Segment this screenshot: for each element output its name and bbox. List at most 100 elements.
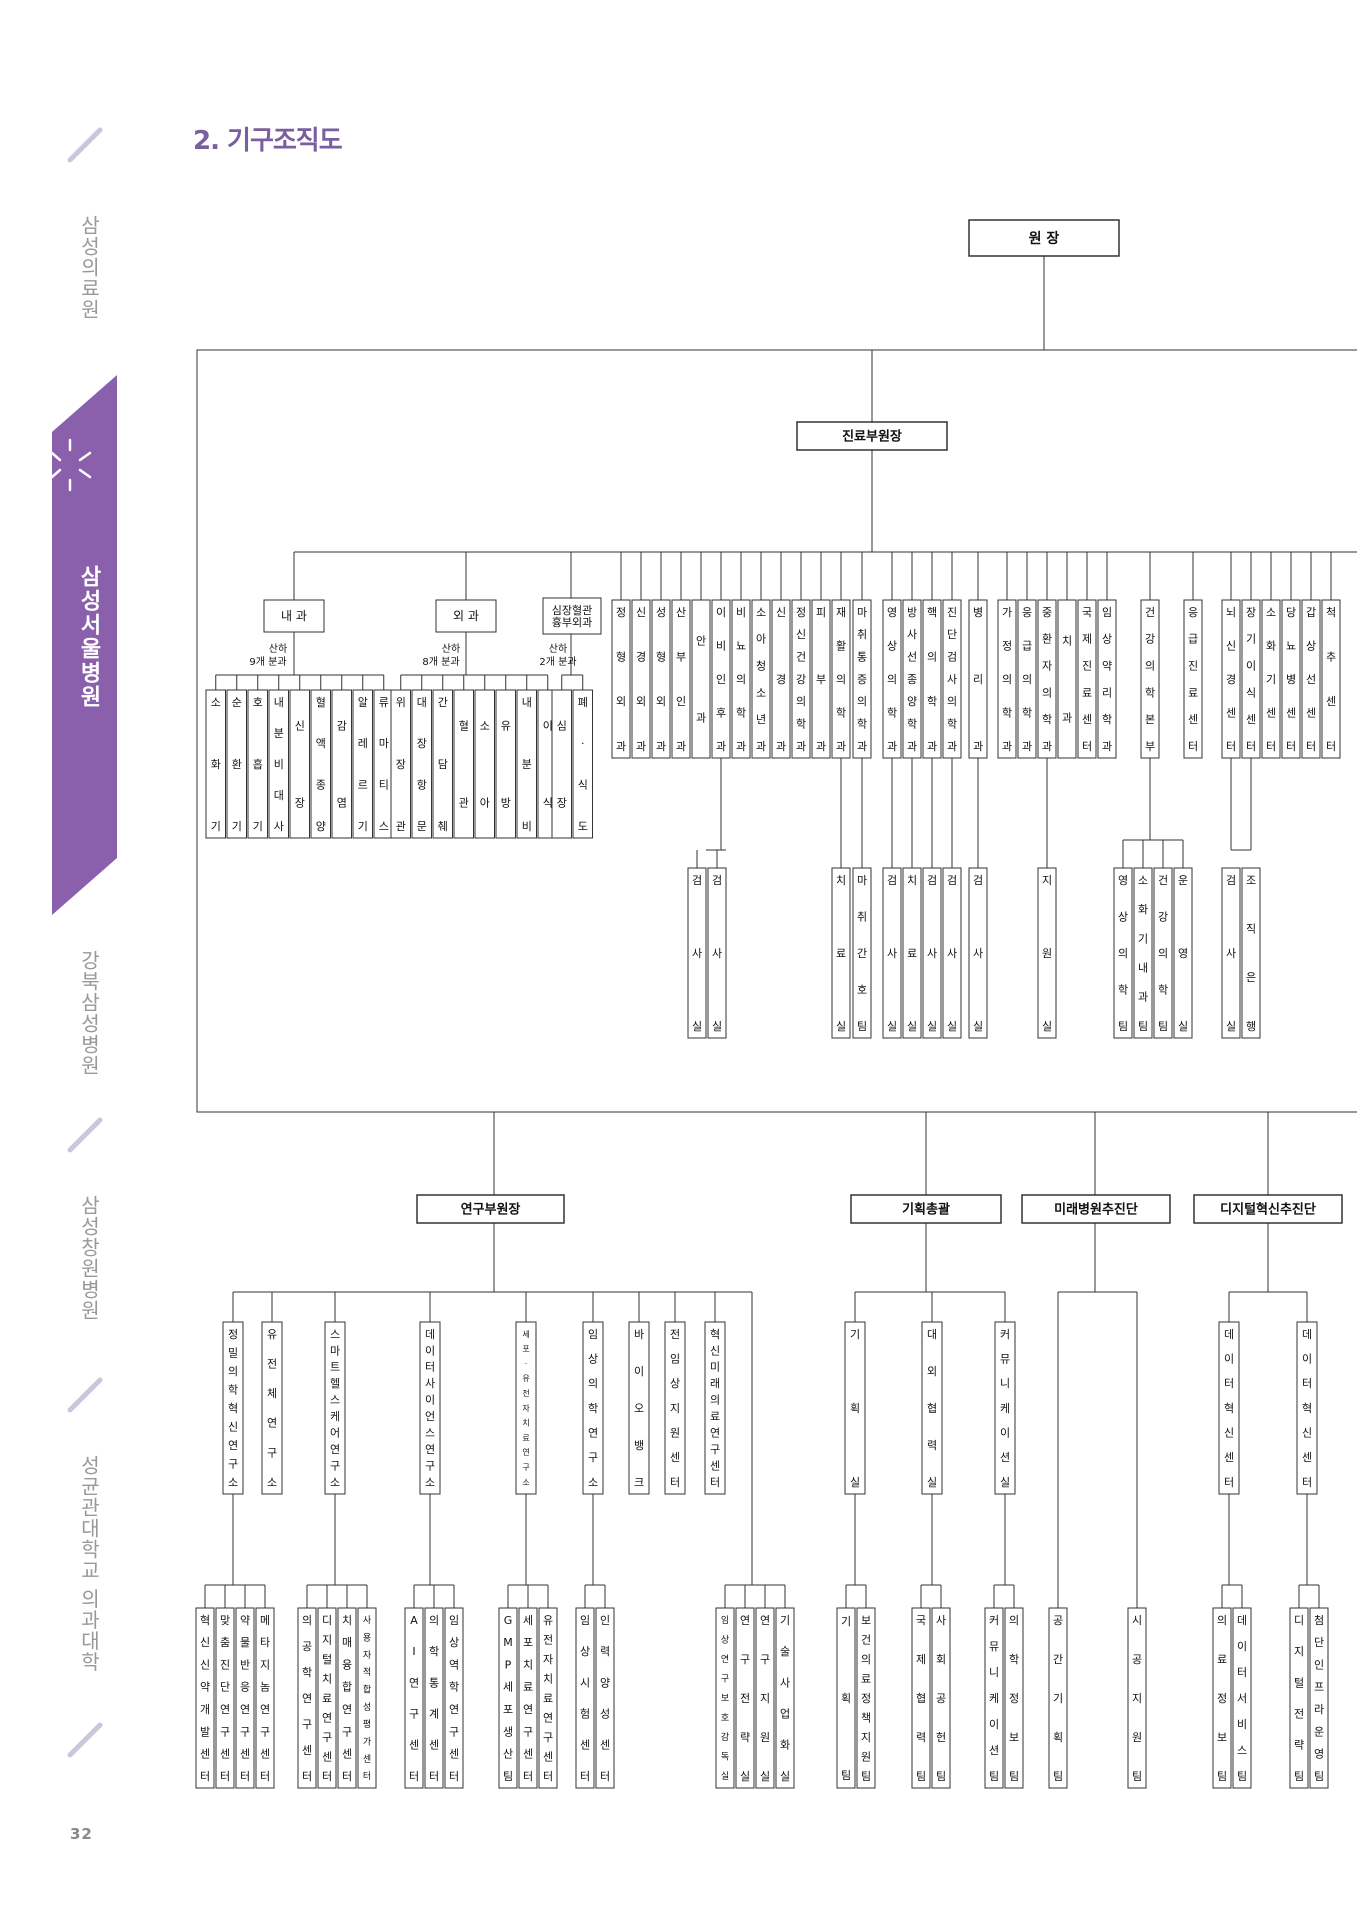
sidebar-tab-4[interactable]: 삼성창원병원: [77, 1195, 101, 1321]
research-unit-3-char: 마: [330, 1344, 340, 1357]
sidebar-tab-3[interactable]: 강북삼성병원: [77, 950, 101, 1076]
dept-c-4-char: 학: [947, 718, 957, 731]
research-direct-2-char: 연: [740, 1614, 750, 1627]
sg-sub-1-char: 장: [396, 758, 406, 771]
sg-sub-4-char: 혈: [459, 718, 469, 732]
precision-sub-3-char: 물: [240, 1636, 250, 1649]
research-unit-6-char: 구: [588, 1451, 598, 1464]
research-unit-2-char: 전: [267, 1357, 277, 1370]
lab-health-2-char: 내: [1138, 961, 1148, 974]
planning-sub-b-2-char: 회: [936, 1653, 946, 1666]
dept-d-1-char: 병: [973, 606, 983, 619]
precision-sub-4-char: 터: [260, 1770, 270, 1783]
dept-b-1-char: 마: [857, 606, 867, 619]
lab-rad-4: [942, 867, 962, 1039]
lab-health-3-char: 학: [1158, 983, 1168, 996]
dept-c-4-char: 검: [947, 651, 957, 664]
smart-sub-2-char: 터: [322, 1770, 332, 1783]
dept-b-1-char: 학: [857, 718, 867, 731]
planning-label: 기획총괄: [902, 1202, 950, 1218]
lab-brain-2: [1241, 867, 1261, 1039]
dept-e-6-char: 학: [1102, 713, 1112, 726]
lab-brain-1-char: 사: [1226, 947, 1236, 960]
smart-sub-3-char: 융: [342, 1658, 352, 1671]
lab-health-1-char: 팀: [1118, 1020, 1128, 1033]
digital-box: [1193, 1194, 1343, 1224]
planning-sub-b-1-char: 력: [916, 1731, 926, 1744]
dept-h-2-char: 터: [1246, 740, 1256, 753]
research-unit-5-char: 료: [522, 1433, 529, 1442]
im-sub-4-char: 사: [274, 820, 284, 833]
research-unit-3-char: 트: [330, 1361, 340, 1374]
lab-health-1-char: 상: [1118, 910, 1128, 923]
future-sub-1: [1048, 1607, 1068, 1789]
dept-c-4-char: 의: [947, 695, 957, 708]
sg-sub-1-char: 관: [396, 820, 406, 833]
research-unit-1-char: 신: [228, 1420, 238, 1433]
smart-sub-3-char: 매: [342, 1636, 352, 1649]
dept-c-1-char: 영: [887, 606, 897, 619]
lab-ent-2-char: 사: [712, 947, 722, 960]
digital-sub-a-1-char: 보: [1217, 1731, 1227, 1744]
research-unit-1-char: 구: [228, 1457, 238, 1470]
planning-sub-b-1-char: 팀: [916, 1770, 926, 1783]
dept-a-7-char: 학: [736, 706, 746, 719]
planning-sub-b-2-char: 공: [936, 1692, 946, 1705]
dept-h-4: [1281, 599, 1301, 759]
smart-sub-1-char: 의: [302, 1614, 312, 1627]
digital-unit-1-char: 이: [1224, 1353, 1234, 1366]
dept-g-1-char: 진: [1188, 659, 1198, 672]
research-direct-4: [775, 1607, 795, 1789]
research-unit-1-char: 의: [228, 1365, 238, 1378]
dept-a-2-char: 외: [636, 695, 646, 708]
lab-rad-2: [902, 867, 922, 1039]
sidebar-tab-1[interactable]: 삼성의료원: [77, 215, 101, 320]
dept-a-12-char: 재: [836, 606, 846, 619]
precision-sub-3-char: 반: [240, 1658, 250, 1671]
planning-sub-c-1-char: 팀: [989, 1770, 999, 1783]
lab-brain-1-char: 실: [1226, 1020, 1236, 1033]
sg-sub-6-char: 방: [501, 796, 511, 809]
clinical-sub-2-char: 터: [600, 1770, 610, 1783]
sidebar-tab-2[interactable]: 삼성서울병원: [76, 565, 101, 709]
smart-sub-2-char: 디: [322, 1614, 332, 1627]
smart-sub-3: [337, 1607, 357, 1789]
dept-a-2-char: 경: [636, 651, 646, 664]
lab-brain-1: [1221, 867, 1241, 1039]
research-unit-4-char: 데: [425, 1328, 435, 1341]
future-sub-2: [1127, 1607, 1147, 1789]
research-unit-5-char: 연: [522, 1448, 529, 1457]
research-unit-4-char: 구: [425, 1459, 435, 1472]
planning-unit-3-char: 케: [1000, 1402, 1010, 1415]
planning-sub-b-2-char: 헌: [936, 1731, 946, 1744]
dept-h-2-char: 이: [1246, 659, 1256, 672]
director-label: 원 장: [1029, 230, 1060, 247]
data-sub-3-char: 터: [449, 1770, 459, 1783]
precision-sub-2-char: 센: [220, 1748, 230, 1761]
sidebar-tab-5[interactable]: 성균관대학교 의과대학: [77, 1455, 101, 1673]
dept-h-2-char: 장: [1246, 606, 1256, 619]
cd-sub-1-char: 심: [557, 719, 567, 732]
dept-c-3-char: 핵: [927, 606, 937, 619]
cell-sub-3-char: 치: [543, 1672, 553, 1685]
dept-b-1-char: 통: [857, 651, 867, 664]
clinical-sub-2-char: 센: [600, 1739, 610, 1752]
lab-health-3-char: 건: [1158, 874, 1168, 887]
research-unit-7-char: 바: [634, 1328, 644, 1341]
dept-e-2-char: 과: [1022, 740, 1032, 753]
research-unit-6-char: 학: [588, 1402, 598, 1415]
future-sub-1-char: 팀: [1053, 1770, 1063, 1783]
im-sub-8-char: 알: [358, 695, 368, 709]
dept-h-5: [1301, 599, 1321, 759]
precision-sub-2-char: 진: [220, 1658, 230, 1671]
dept-a-8-char: 소: [756, 606, 766, 619]
dept-b-1-char: 과: [857, 740, 867, 753]
dept-h-3-char: 센: [1266, 706, 1276, 719]
surgery-label: 외 과: [453, 609, 479, 623]
dept-e-6-char: 임: [1102, 606, 1112, 619]
im-sub-4-char: 비: [274, 758, 284, 771]
future-sub-2-char: 지: [1132, 1692, 1142, 1705]
im-sub-9-char: 티: [379, 779, 389, 792]
